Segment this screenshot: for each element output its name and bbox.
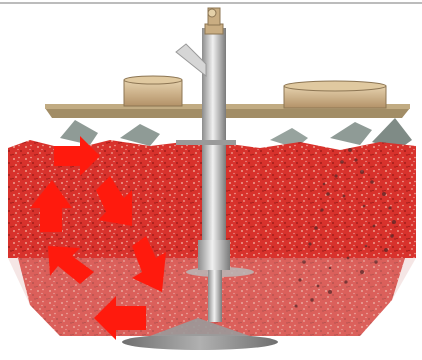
drum-right [284, 81, 386, 108]
drum-left [124, 76, 182, 106]
top-coupling [205, 8, 223, 34]
side-pipe [176, 44, 206, 76]
base-plate [122, 334, 278, 350]
